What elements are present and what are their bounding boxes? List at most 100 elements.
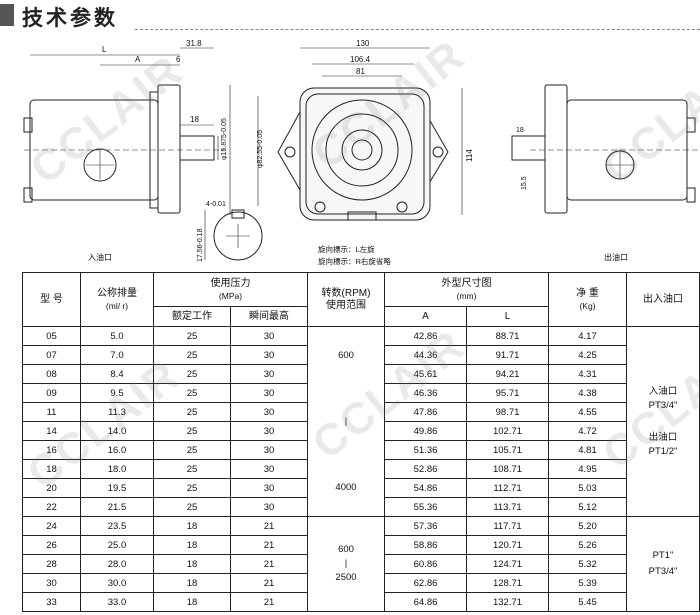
cell-dim-l: 128.71 (466, 573, 549, 593)
dim-31-8: 31.8 (186, 40, 202, 48)
dim-L: L (102, 45, 107, 54)
cell-peak-pressure: 30 (230, 383, 308, 403)
th-pressure-label: 使用压力 (210, 277, 251, 289)
cell-weight: 5.26 (548, 535, 627, 555)
cell-peak-pressure: 21 (230, 516, 308, 536)
cell-rated-pressure: 18 (153, 516, 231, 536)
dim-18-right: 18 (516, 127, 524, 134)
dim-6: 6 (176, 55, 181, 64)
cell-displacement: 9.5 (80, 383, 154, 403)
cell-dim-l: 94.21 (466, 364, 549, 384)
pump-drawing-svg: L A 31.8 6 18 φ15.875-0.05 φ82.55-0.05 1… (23, 40, 700, 266)
cell-weight: 5.03 (548, 478, 627, 498)
cell-dim-a: 52.86 (384, 459, 467, 479)
cell-rated-pressure: 18 (153, 592, 231, 612)
cell-dim-a: 62.86 (384, 573, 467, 593)
dim-130: 130 (356, 40, 370, 48)
cell-rated-pressure: 25 (153, 478, 231, 498)
cell-peak-pressure: 30 (230, 345, 308, 365)
cell-dim-a: 58.86 (384, 535, 467, 555)
cell-dim-a: 51.36 (384, 440, 467, 460)
cell-model: 28 (22, 554, 81, 574)
cell-weight: 5.20 (548, 516, 627, 536)
cell-peak-pressure: 21 (230, 554, 308, 574)
cell-displacement: 30.0 (80, 573, 154, 593)
cell-rated-pressure: 25 (153, 345, 231, 365)
label-rotation-r: 旋向標示：R右旋省略 (318, 256, 391, 266)
th-pressure-unit: (MPa) (218, 290, 243, 301)
th-displacement-unit: (ml/ r) (105, 300, 129, 311)
th-rated-pressure: 额定工作 (153, 306, 231, 327)
cell-model: 11 (22, 402, 81, 422)
cell-dim-l: 124.71 (466, 554, 549, 574)
cell-model: 07 (22, 345, 81, 365)
cell-peak-pressure: 21 (230, 592, 308, 612)
cell-displacement: 16.0 (80, 440, 154, 460)
speed-value: 2500 (335, 572, 357, 583)
cell-weight: 4.81 (548, 440, 627, 460)
cell-dim-l: 91.71 (466, 345, 549, 365)
cell-dim-a: 47.86 (384, 402, 467, 422)
cell-rated-pressure: 18 (153, 573, 231, 593)
cell-peak-pressure: 30 (230, 402, 308, 422)
front-view-center (257, 47, 463, 221)
cell-peak-pressure: 30 (230, 421, 308, 441)
cell-displacement: 23.5 (80, 516, 154, 536)
th-pressure: 使用压力 (MPa) (153, 272, 308, 307)
dim-shaft-diameter: φ15.875-0.05 (221, 118, 228, 160)
cell-displacement: 8.4 (80, 364, 154, 384)
speed-value: | (344, 415, 348, 427)
cell-displacement: 21.5 (80, 497, 154, 517)
dim-106-4: 106.4 (350, 55, 371, 64)
port-size: PT3/4" (648, 566, 678, 577)
cell-peak-pressure: 30 (230, 478, 308, 498)
port-inlet-size: PT3/4" (648, 399, 678, 411)
dim-key-width: 4-0.01 (206, 201, 226, 208)
cell-model: 22 (22, 497, 81, 517)
cell-weight: 5.39 (548, 573, 627, 593)
cell-dim-l: 88.71 (466, 326, 549, 346)
cell-weight: 4.72 (548, 421, 627, 441)
cell-dim-l: 120.71 (466, 535, 549, 555)
cell-displacement: 28.0 (80, 554, 154, 574)
cell-weight: 4.38 (548, 383, 627, 403)
cell-dim-l: 112.71 (466, 478, 549, 498)
cell-rated-pressure: 25 (153, 421, 231, 441)
cell-dim-a: 45.61 (384, 364, 467, 384)
speed-value: 4000 (335, 481, 357, 493)
cell-dim-a: 60.86 (384, 554, 467, 574)
cell-rated-pressure: 25 (153, 459, 231, 479)
cell-rated-pressure: 18 (153, 554, 231, 574)
cell-weight: 4.31 (548, 364, 627, 384)
th-ports: 出入油口 (626, 272, 700, 327)
th-dims-unit: (mm) (456, 290, 477, 301)
th-weight: 净 重 (Kg) (548, 272, 627, 327)
spec-table: 型 号 公称排量 (ml/ r) 使用压力 (MPa) 转数(RPM) 使用范围… (22, 272, 700, 612)
cell-dim-l: 132.71 (466, 592, 549, 612)
section-header: 技术参数 (0, 0, 700, 44)
cell-ports: PT1"PT3/4" (626, 516, 700, 612)
cell-weight: 4.17 (548, 326, 627, 346)
cell-peak-pressure: 21 (230, 535, 308, 555)
cell-weight: 4.95 (548, 459, 627, 479)
cell-peak-pressure: 30 (230, 459, 308, 479)
dim-key-height: 17.56-0.18 (197, 228, 204, 262)
label-outlet: 出油口 (604, 252, 628, 262)
cell-displacement: 25.0 (80, 535, 154, 555)
cell-displacement: 7.0 (80, 345, 154, 365)
cell-displacement: 19.5 (80, 478, 154, 498)
cell-dim-a: 64.86 (384, 592, 467, 612)
speed-value: | (344, 558, 348, 569)
cell-dim-a: 44.36 (384, 345, 467, 365)
cell-peak-pressure: 30 (230, 497, 308, 517)
cell-model: 24 (22, 516, 81, 536)
th-speed: 转数(RPM) 使用范围 (307, 272, 385, 327)
section-title: 技术参数 (22, 5, 118, 30)
cell-dim-l: 102.71 (466, 421, 549, 441)
cell-displacement: 5.0 (80, 326, 154, 346)
cell-weight: 5.45 (548, 592, 627, 612)
